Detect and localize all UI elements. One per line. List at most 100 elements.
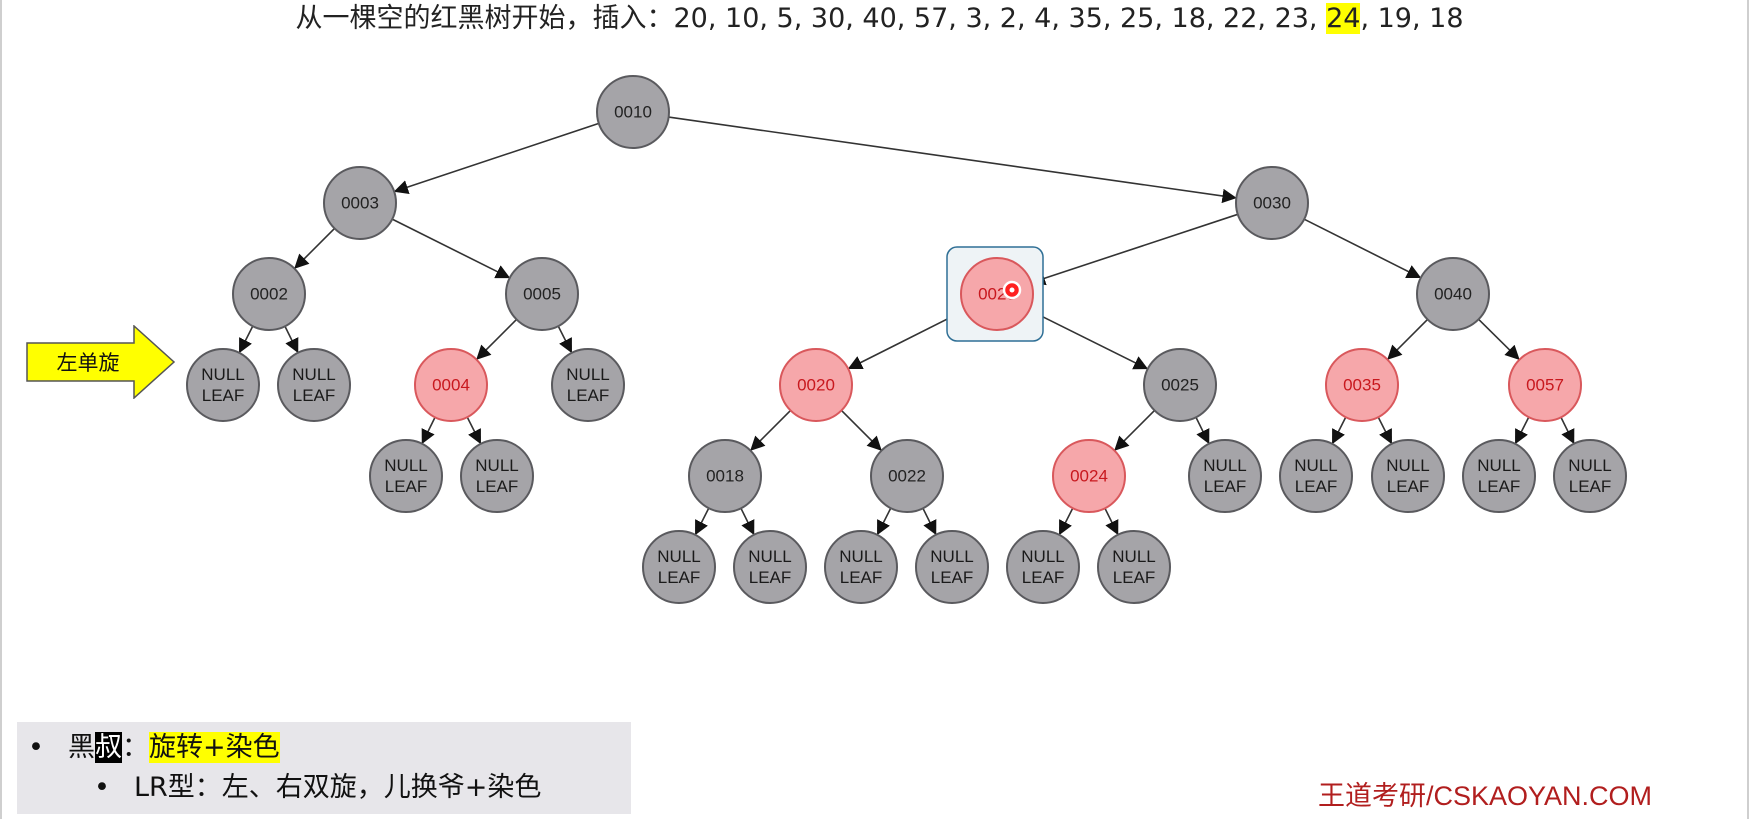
black-node-circle[interactable] (870, 439, 944, 513)
title-highlighted-value: 24 (1326, 3, 1361, 34)
null-leaf-circle[interactable] (277, 348, 351, 422)
null-leaf-circle[interactable] (186, 348, 260, 422)
null-leaf-label-line1: NULL (566, 365, 609, 384)
null-leaf-circle[interactable] (1097, 530, 1171, 604)
null-leaf-label-line1: NULL (930, 547, 973, 566)
null-leaf-circle[interactable] (733, 530, 807, 604)
tree-edge (1104, 507, 1119, 536)
tree-edge (1303, 218, 1422, 279)
null-leaf-label-line2: LEAF (1387, 477, 1430, 496)
tree-node-0002[interactable]: 0002 (232, 257, 306, 331)
null-leaf-node[interactable]: NULL LEAF (1371, 439, 1445, 513)
tree-edge (238, 325, 254, 354)
null-leaf-circle[interactable] (915, 530, 989, 604)
tree-node-0035[interactable]: 0035 (1325, 348, 1399, 422)
null-leaf-label-line1: NULL (839, 547, 882, 566)
null-leaf-node[interactable]: NULL LEAF (1553, 439, 1627, 513)
tree-edge (391, 218, 511, 279)
tree-node-0003[interactable]: 0003 (323, 166, 397, 240)
red-node-circle[interactable] (1508, 348, 1582, 422)
red-node-circle[interactable] (960, 257, 1034, 331)
tree-node-0023[interactable]: 0023 (960, 257, 1034, 331)
node-label: 0005 (523, 285, 561, 304)
null-leaf-circle[interactable] (642, 530, 716, 604)
null-leaf-circle[interactable] (460, 439, 534, 513)
node-label: 0057 (1526, 376, 1564, 395)
black-node-circle[interactable] (1143, 348, 1217, 422)
tree-node-0022[interactable]: 0022 (870, 439, 944, 513)
right-scrollbar[interactable] (1747, 0, 1759, 819)
tree-edge (840, 409, 882, 451)
tree-node-0025[interactable]: 0025 (1143, 348, 1217, 422)
tree-edge (668, 116, 1237, 204)
tree-edge (557, 325, 573, 354)
red-node-circle[interactable] (414, 348, 488, 422)
null-leaf-label-line2: LEAF (1113, 568, 1156, 587)
null-leaf-label-line1: NULL (1203, 456, 1246, 475)
null-leaf-circle[interactable] (1006, 530, 1080, 604)
null-leaf-label-line2: LEAF (931, 568, 974, 587)
null-leaf-circle[interactable] (551, 348, 625, 422)
null-leaf-circle[interactable] (1462, 439, 1536, 513)
tree-node-0024[interactable]: 0024 (1052, 439, 1126, 513)
left-rotation-arrow (26, 325, 176, 399)
black-node-circle[interactable] (232, 257, 306, 331)
tree-node-0030[interactable]: 0030 (1235, 166, 1309, 240)
red-node-circle[interactable] (1052, 439, 1126, 513)
title-prefix: 从一棵空的红黑树开始，插入： (295, 3, 674, 34)
null-leaf-circle[interactable] (1188, 439, 1262, 513)
null-leaf-node[interactable]: NULL LEAF (915, 530, 989, 604)
tree-node-0005[interactable]: 0005 (505, 257, 579, 331)
null-leaf-circle[interactable] (369, 439, 443, 513)
black-node-circle[interactable] (688, 439, 762, 513)
red-node-circle[interactable] (1325, 348, 1399, 422)
tree-node-0020[interactable]: 0020 (779, 348, 853, 422)
tree-node-0010[interactable]: 0010 (596, 75, 670, 149)
tree-edge (476, 318, 518, 360)
tree-edge (847, 309, 966, 370)
red-node-circle[interactable] (779, 348, 853, 422)
null-leaf-circle[interactable] (824, 530, 898, 604)
tree-node-0040[interactable]: 0040 (1416, 257, 1490, 331)
legend-black-word: 黑 (68, 732, 95, 763)
null-leaf-label-line1: NULL (1021, 547, 1064, 566)
null-leaf-label-line1: NULL (1568, 456, 1611, 475)
pointer-cursor-dot (1009, 287, 1015, 293)
black-node-circle[interactable] (505, 257, 579, 331)
tree-node-0004[interactable]: 0004 (414, 348, 488, 422)
null-leaf-label-line2: LEAF (1295, 477, 1338, 496)
black-node-circle[interactable] (1235, 166, 1309, 240)
null-leaf-label-line2: LEAF (1569, 477, 1612, 496)
node-label: 0024 (1070, 467, 1108, 486)
null-leaf-label-line1: NULL (1386, 456, 1429, 475)
tree-edge (1331, 416, 1347, 445)
black-node-circle[interactable] (323, 166, 397, 240)
black-node-circle[interactable] (1416, 257, 1490, 331)
tree-edge (1030, 213, 1239, 286)
tree-edge (1478, 318, 1520, 360)
tree-node-0057[interactable]: 0057 (1508, 348, 1582, 422)
node-label: 0040 (1434, 285, 1472, 304)
null-leaf-label-line2: LEAF (202, 386, 245, 405)
null-leaf-circle[interactable] (1553, 439, 1627, 513)
null-leaf-circle[interactable] (1371, 439, 1445, 513)
null-leaf-label-line1: NULL (1477, 456, 1520, 475)
tree-node-0018[interactable]: 0018 (688, 439, 762, 513)
null-leaf-circle[interactable] (1279, 439, 1353, 513)
black-node-circle[interactable] (596, 75, 670, 149)
legend-uncle-word: 叔 (95, 732, 122, 763)
